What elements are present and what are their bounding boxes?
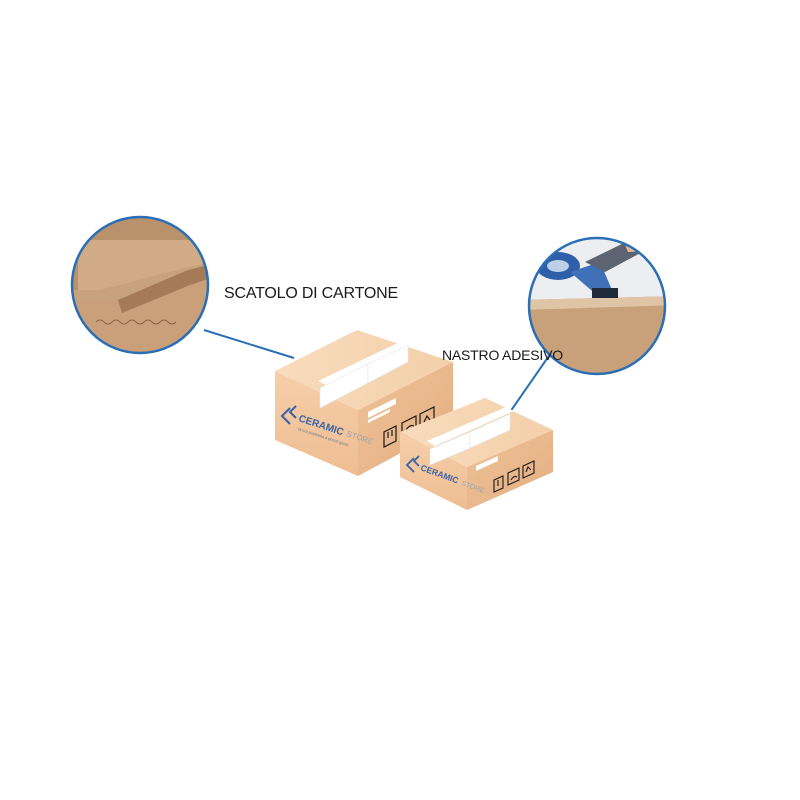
tape-callout-line [509, 349, 554, 413]
brand-logo-small-icon [405, 455, 420, 473]
cardboard-closeup-icon [70, 215, 210, 355]
tape-strip-large-top [318, 342, 410, 386]
small-cardboard-box: CERAMIC STORE [400, 398, 553, 510]
box-callout-line [203, 329, 295, 359]
large-cardboard-box: CERAMIC STORE la tua piastrella a prezzi… [275, 330, 453, 476]
box-label: SCATOLO DI CARTONE [224, 285, 398, 302]
tape-dispenser-closeup-icon [527, 236, 667, 376]
tape-label: NASTRO ADESIVO [442, 347, 563, 363]
handling-symbols-small [493, 460, 535, 493]
tape-strip-small-top [427, 407, 514, 446]
brand-logo-icon [280, 405, 297, 425]
